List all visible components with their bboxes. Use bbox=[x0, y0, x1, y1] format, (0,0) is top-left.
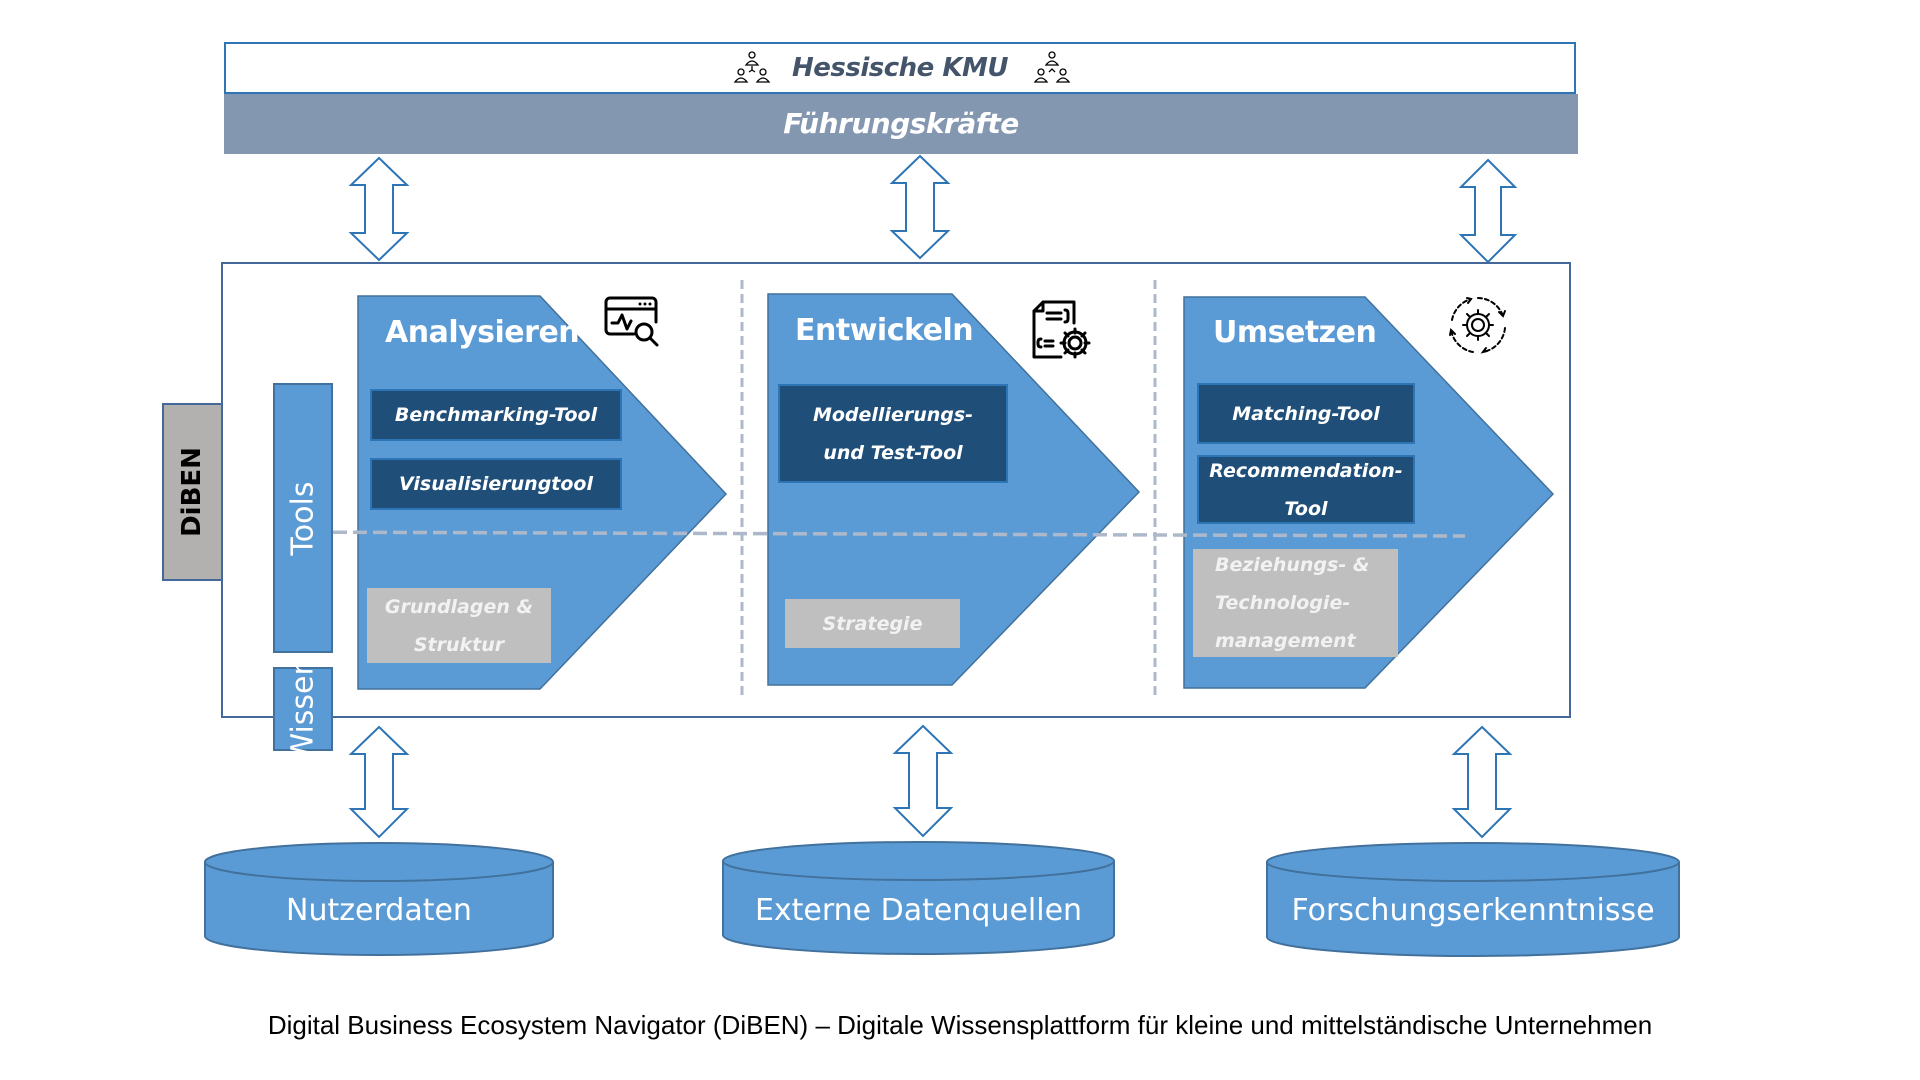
knowledge-strategie[interactable]: Strategie bbox=[785, 599, 960, 648]
tool-label-line: Recommendation- bbox=[1209, 459, 1403, 482]
tool-label-line: Modellierungs- bbox=[812, 403, 974, 426]
bidirectional-arrow-icon bbox=[348, 725, 410, 839]
bidirectional-arrow-icon bbox=[892, 724, 954, 838]
knowledge-label-line: Grundlagen & bbox=[384, 595, 534, 618]
phase-title-umsetzen: Umsetzen bbox=[1213, 315, 1377, 350]
phase-title-entwickeln: Entwickeln bbox=[795, 313, 974, 348]
knowledge-label-line: Technologie- bbox=[1215, 592, 1351, 614]
tool-recommendation[interactable]: Recommendation- Tool bbox=[1197, 455, 1415, 524]
people-hierarchy-icon bbox=[1032, 50, 1072, 88]
tool-visualisierung[interactable]: Visualisierungtool bbox=[370, 458, 622, 510]
knowledge-grundlagen-struktur[interactable]: Grundlagen & Struktur bbox=[367, 588, 551, 663]
knowledge-beziehungs-technologiemanagement[interactable]: Beziehungs- & Technologie-management bbox=[1193, 549, 1398, 657]
tool-modellierung-test[interactable]: Modellierungs-und Test-Tool bbox=[778, 384, 1008, 483]
audience-bar bbox=[224, 94, 1578, 154]
data-source-forschungserkenntnisse: Forschungserkenntnisse bbox=[1291, 893, 1655, 928]
bidirectional-arrow-icon bbox=[1451, 725, 1513, 839]
bidirectional-arrow-icon bbox=[889, 154, 951, 260]
analytics-window-search-icon bbox=[604, 296, 664, 350]
tool-matching[interactable]: Matching-Tool bbox=[1197, 383, 1415, 444]
knowledge-label: Strategie bbox=[822, 612, 923, 635]
organization-banner bbox=[224, 42, 1576, 94]
data-source-nutzerdaten: Nutzerdaten bbox=[286, 893, 472, 928]
people-hierarchy-icon bbox=[732, 50, 772, 88]
row-label-tools: Tools bbox=[273, 383, 333, 653]
database-cylinder-nutzerdaten bbox=[204, 842, 554, 956]
document-code-gear-icon bbox=[1031, 299, 1093, 361]
phase-title-analysieren: Analysieren bbox=[385, 315, 580, 350]
database-cylinder-forschungserkenntnisse bbox=[1266, 842, 1680, 957]
tool-label: Visualisierungtool bbox=[399, 473, 593, 495]
gear-cycle-icon bbox=[1447, 294, 1509, 356]
tool-benchmarking[interactable]: Benchmarking-Tool bbox=[370, 389, 622, 441]
tools-knowledge-divider bbox=[272, 530, 1466, 538]
tool-label-line: und Test-Tool bbox=[823, 441, 963, 464]
knowledge-label-line: Struktur bbox=[413, 633, 505, 656]
row-label-knowledge: Wissen bbox=[273, 656, 333, 762]
audience-title: Führungskräfte bbox=[783, 107, 1019, 140]
tool-label: Benchmarking-Tool bbox=[394, 404, 598, 426]
bidirectional-arrow-icon bbox=[348, 156, 410, 262]
knowledge-label-line: Beziehungs- & bbox=[1215, 554, 1370, 576]
data-source-externe-datenquellen: Externe Datenquellen bbox=[754, 893, 1083, 928]
tool-label: Matching-Tool bbox=[1232, 402, 1380, 425]
organization-title: Hessische KMU bbox=[792, 53, 1008, 83]
database-cylinder-externe-datenquellen bbox=[722, 841, 1115, 955]
tool-label-line: Tool bbox=[1284, 497, 1328, 520]
knowledge-label-line: management bbox=[1215, 630, 1356, 652]
figure-caption: Digital Business Ecosystem Navigator (Di… bbox=[267, 1010, 1653, 1040]
platform-tab bbox=[162, 403, 222, 581]
